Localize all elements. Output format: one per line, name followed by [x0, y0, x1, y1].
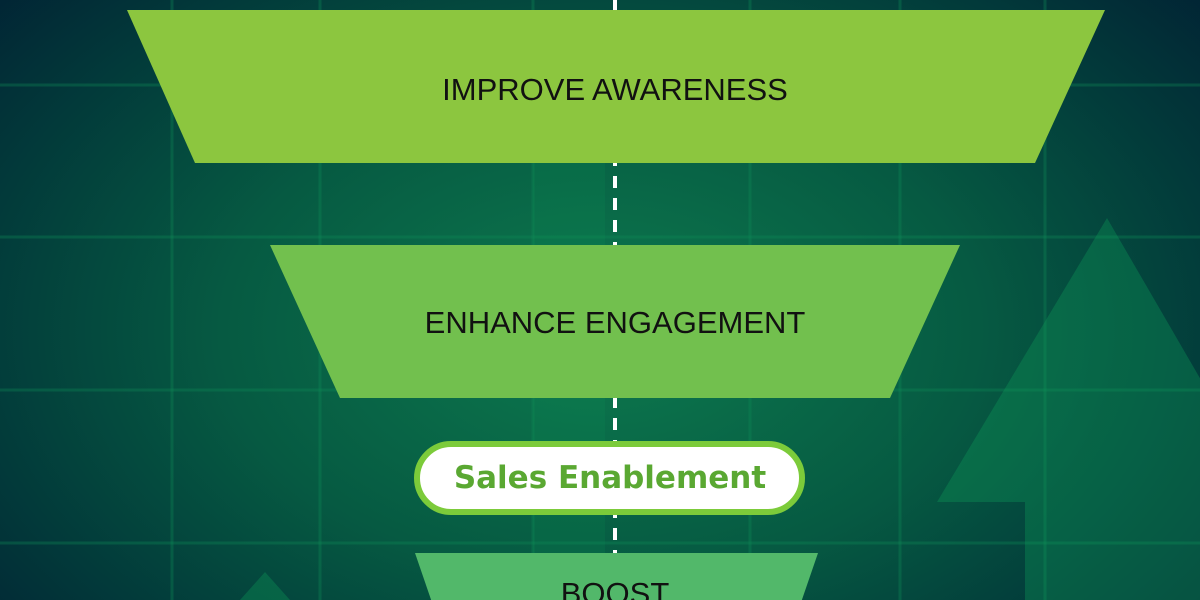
funnel-stage-2: ENHANCE ENGAGEMENT [270, 245, 960, 398]
background-arrow-shape [937, 218, 1200, 600]
stage-label: IMPROVE AWARENESS [442, 72, 788, 107]
sales-enablement-badge: Sales Enablement [414, 441, 805, 515]
funnel-stage-3: BOOST [415, 553, 818, 600]
funnel-stage-1: IMPROVE AWARENESS [127, 10, 1105, 163]
stage-label: ENHANCE ENGAGEMENT [425, 305, 806, 340]
stage-label: BOOST [561, 576, 670, 600]
badge-label: Sales Enablement [454, 460, 767, 496]
background-arrow-shape-left [240, 572, 290, 600]
